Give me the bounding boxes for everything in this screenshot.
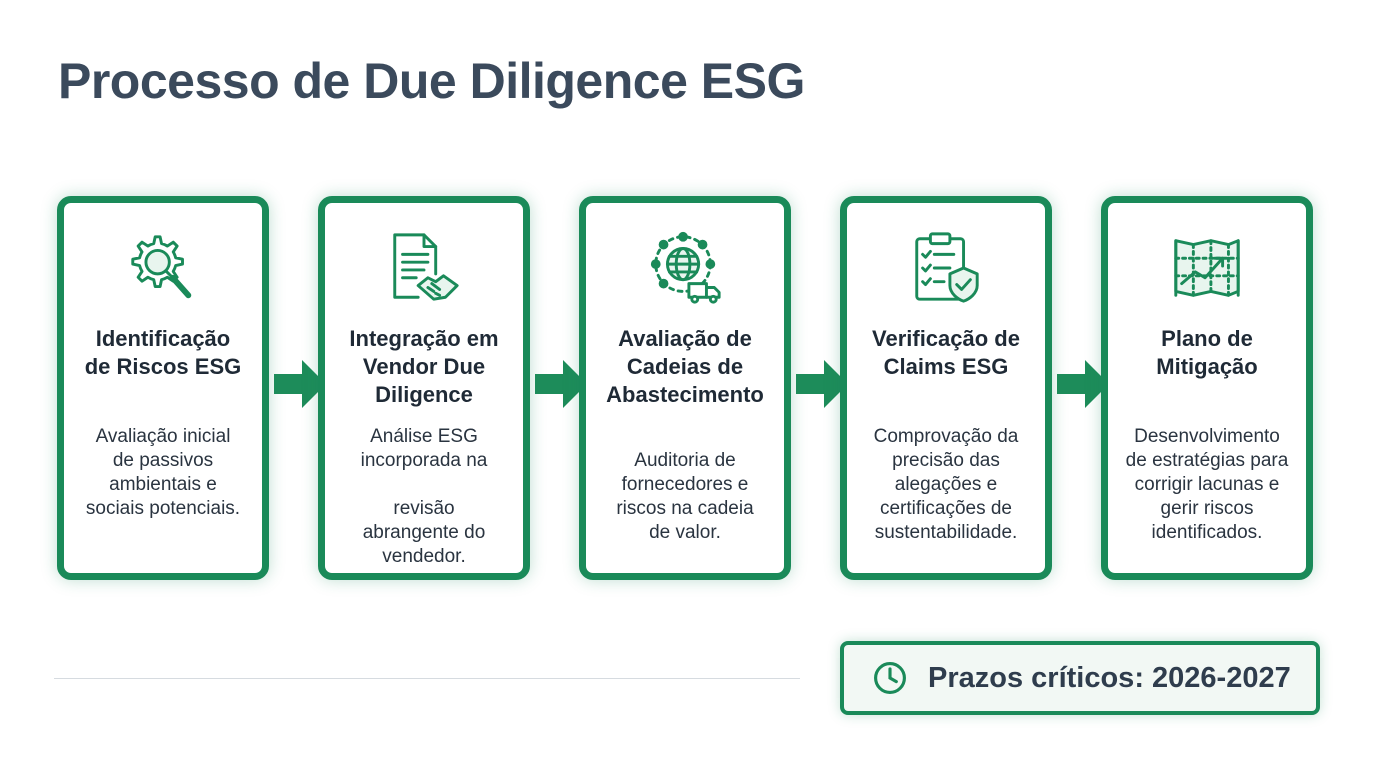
step-title: Identificação de Riscos ESG — [84, 326, 242, 379]
step-card-identificacao-riscos: Identificação de Riscos ESG Avaliação in… — [57, 196, 269, 580]
clipboard-checklist-shield-icon — [847, 229, 1045, 307]
step-title: Plano de Mitigação — [1156, 326, 1258, 379]
arrow-right-icon — [1057, 360, 1109, 408]
step-card-verificacao-claims: Verificação de Claims ESG Comprovação da… — [840, 196, 1052, 580]
step-title: Avaliação de Cadeias de Abastecimento — [606, 326, 764, 407]
globe-network-truck-icon — [586, 229, 784, 307]
document-handshake-icon — [325, 229, 523, 307]
step-description: Avaliação inicial de passivos ambientais… — [85, 426, 241, 519]
arrow-right-icon — [274, 360, 326, 408]
step-description: Auditoria de fornecedores e riscos na ca… — [616, 450, 754, 543]
step-title: Verificação de Claims ESG — [872, 326, 1020, 379]
page-title: Processo de Due Diligence ESG — [58, 53, 805, 109]
deadline-callout: Prazos críticos: 2026-2027 — [840, 641, 1320, 715]
deadline-text: Prazos críticos: 2026-2027 — [928, 661, 1291, 694]
step-description: Comprovação da precisão das alegações e … — [873, 426, 1019, 543]
step-title: Integração em Vendor Due Diligence — [349, 326, 499, 407]
arrow-right-icon — [535, 360, 587, 408]
map-growth-chart-icon — [1108, 229, 1306, 307]
divider-line — [54, 678, 800, 679]
gear-magnifier-icon — [64, 229, 262, 307]
step-description: Desenvolvimento de estratégias para corr… — [1125, 426, 1289, 543]
step-description: Análise ESG incorporada na revisão abran… — [360, 426, 488, 567]
step-card-cadeias-abastecimento: Avaliação de Cadeias de Abastecimento Au… — [579, 196, 791, 580]
arrow-right-icon — [796, 360, 848, 408]
step-card-plano-mitigacao: Plano de Mitigação Desenvolvimento de es… — [1101, 196, 1313, 580]
step-card-vendor-due-diligence: Integração em Vendor Due Diligence Análi… — [318, 196, 530, 580]
clock-icon — [874, 662, 906, 694]
